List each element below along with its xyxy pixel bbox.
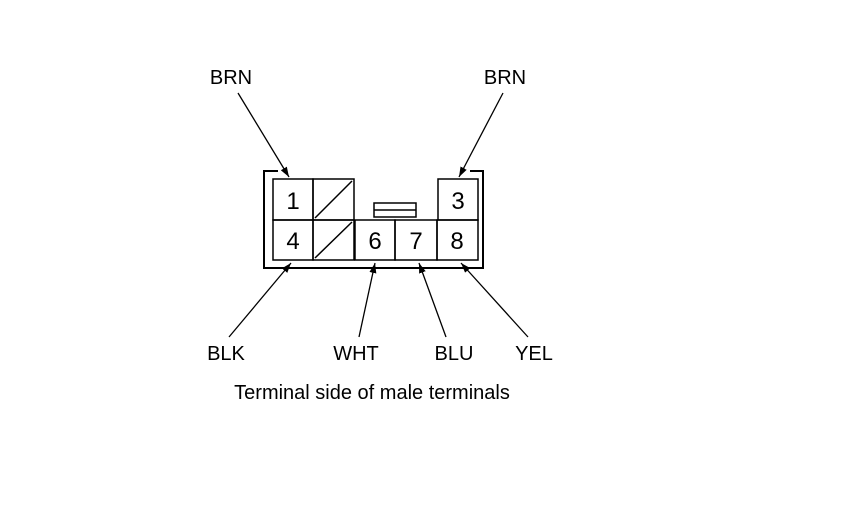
leader-arrow-brn-3 xyxy=(458,92,504,178)
wire-label-brn-right: BRN xyxy=(484,67,526,89)
wire-label-yel: YEL xyxy=(515,343,553,365)
wire-label-blu: BLU xyxy=(435,343,474,365)
wire-label-blk: BLK xyxy=(207,343,245,365)
terminal-grid xyxy=(272,178,479,261)
leader-arrow-blu-7 xyxy=(418,262,447,338)
wire-label-wht: WHT xyxy=(333,343,379,365)
cavity-8 xyxy=(436,219,479,261)
cavity-5-blank xyxy=(312,219,355,261)
pin-3-label: 3 xyxy=(451,188,464,215)
leader-arrow-yel-8 xyxy=(460,262,529,338)
pin-4-label: 4 xyxy=(286,228,299,255)
diagram-caption: Terminal side of male terminals xyxy=(234,382,510,404)
pin-8-label: 8 xyxy=(450,228,463,255)
pin-1-label: 1 xyxy=(286,188,299,215)
pin-7-label: 7 xyxy=(409,228,422,255)
pin-6-label: 6 xyxy=(368,228,381,255)
leader-arrow-wht-6 xyxy=(358,262,377,338)
wire-label-brn-left: BRN xyxy=(210,67,252,89)
leader-arrow-blk-4 xyxy=(228,262,292,338)
leader-arrow-brn-1 xyxy=(237,92,290,178)
